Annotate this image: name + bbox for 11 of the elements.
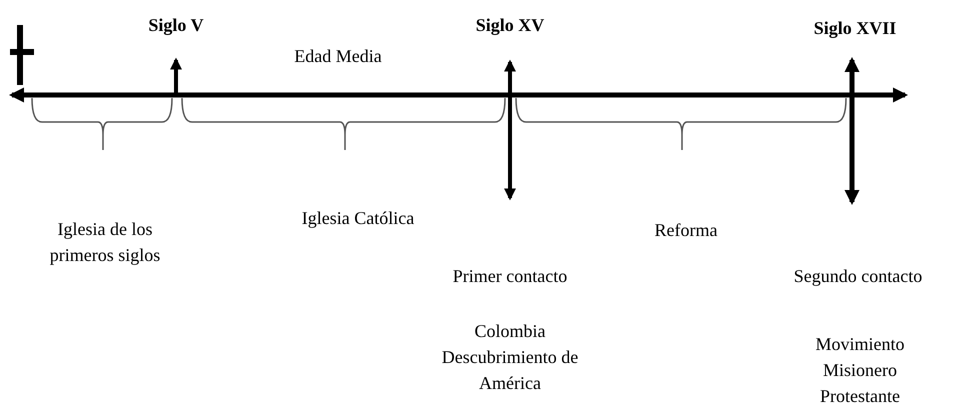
century-heading: Siglo XVII: [812, 17, 898, 40]
period-label: Reforma: [654, 219, 718, 242]
event-label: Segundo contacto: [792, 265, 924, 288]
event-label: Primer contacto: [452, 265, 568, 288]
period-label: Iglesia de los primeros siglos: [48, 218, 162, 267]
period-label: Iglesia Católica: [300, 207, 416, 230]
century-heading: Siglo XV: [474, 14, 546, 37]
era-label: Edad Media: [293, 45, 383, 68]
event-label: Colombia Descubrimiento de América: [440, 320, 580, 395]
century-heading: Siglo V: [147, 14, 205, 37]
event-label: Movimiento Misionero Protestante: [814, 333, 906, 408]
